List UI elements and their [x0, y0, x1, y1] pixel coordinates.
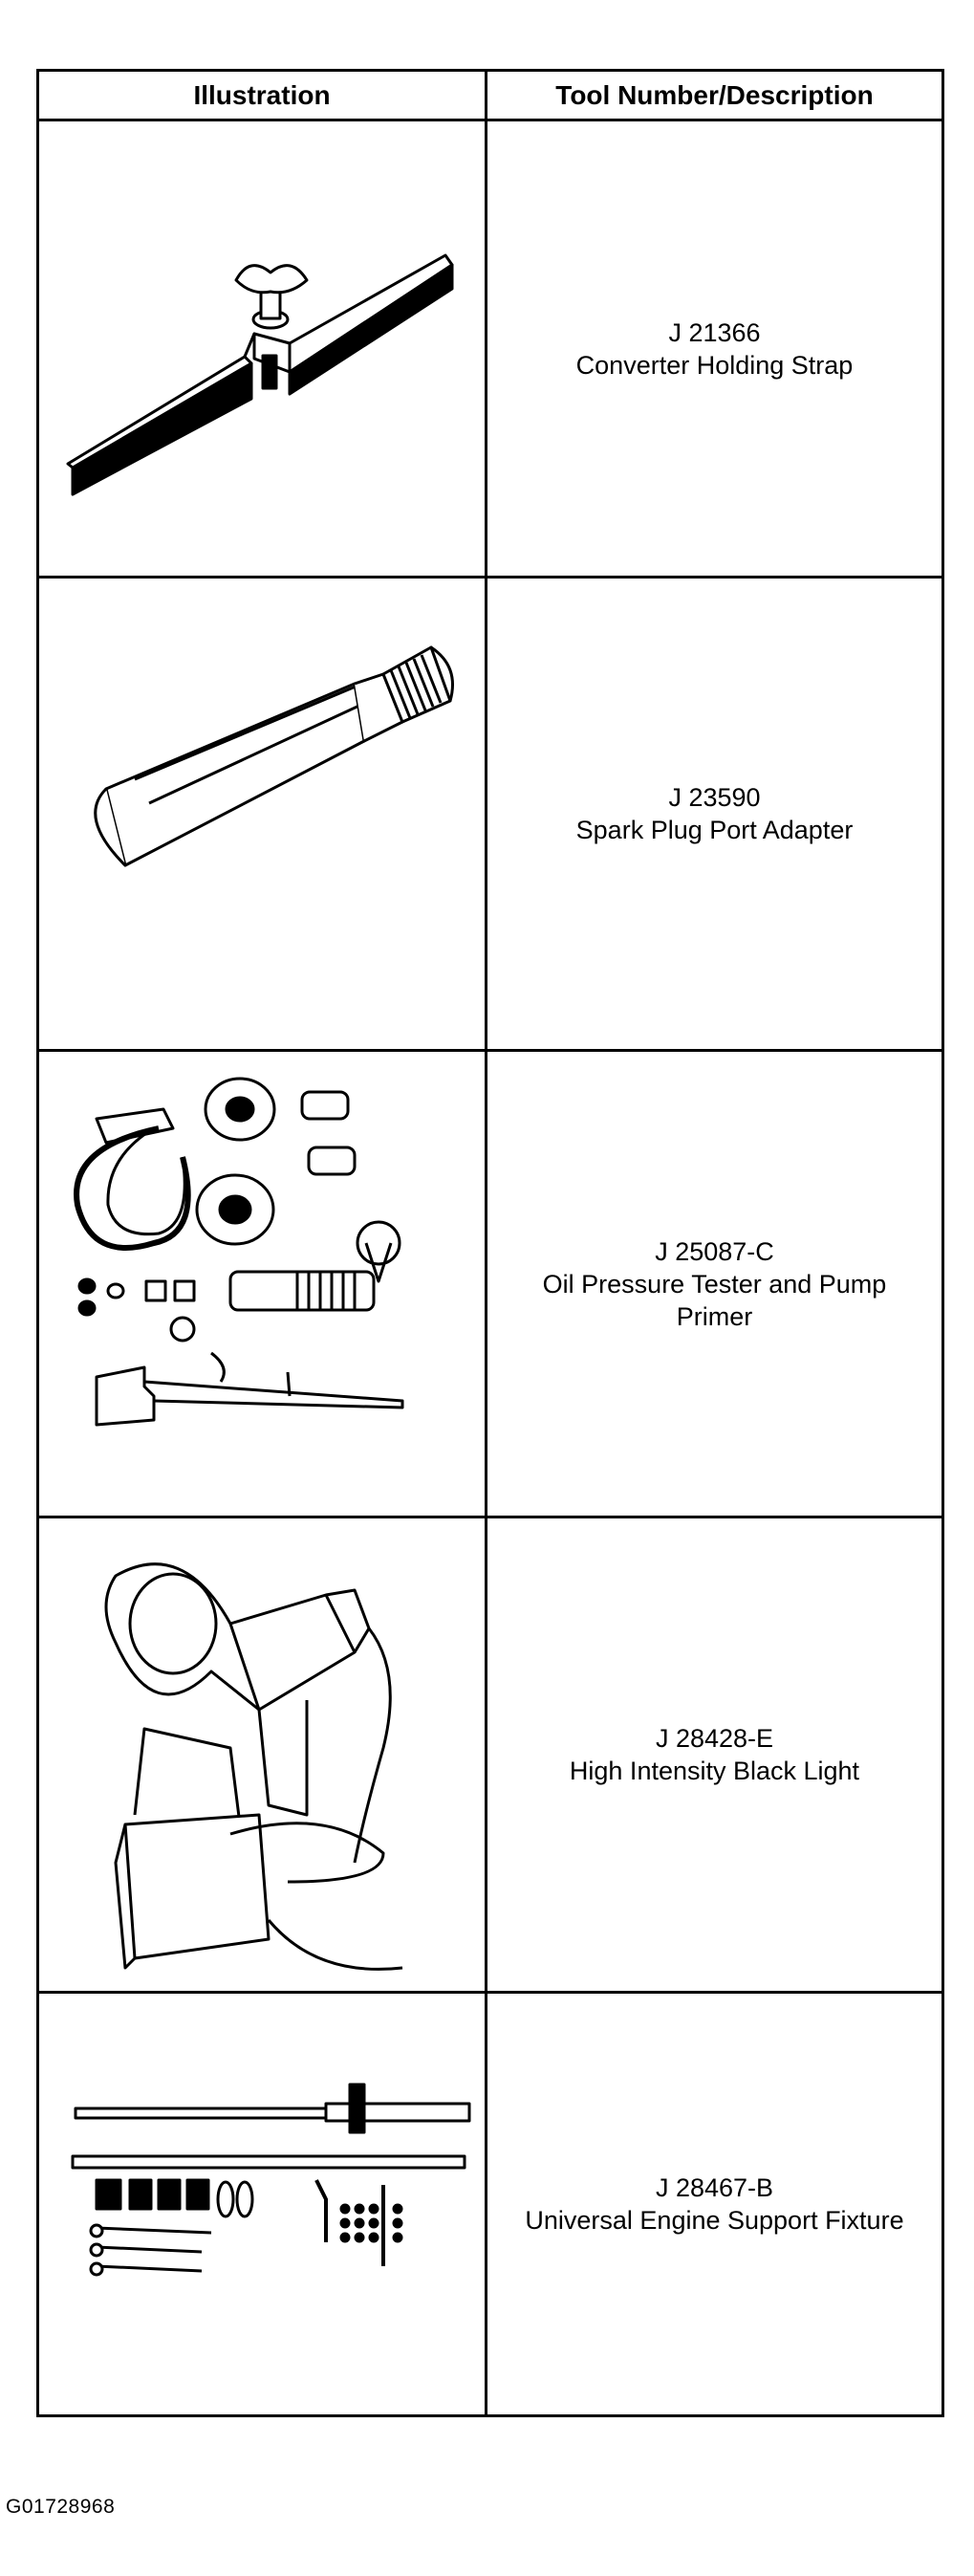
illustration-cell	[39, 121, 485, 576]
tool-description: Spark Plug Port Adapter	[575, 816, 854, 844]
black-light-icon	[104, 1562, 403, 1971]
description-cell: J 28428-E High Intensity Black Light	[487, 1518, 942, 1991]
illustration-cell	[39, 579, 485, 1049]
oil-pressure-tester-icon	[74, 1077, 404, 1427]
table-row: J 21366 Converter Holding Strap	[39, 121, 942, 579]
table-row: J 28467-B Universal Engine Support Fixtu…	[39, 1994, 942, 2414]
illustration-cell	[39, 1994, 485, 2414]
tool-number: J 28428-E	[655, 1724, 774, 1753]
tool-number: J 21366	[668, 317, 761, 347]
engine-support-fixture-icon	[71, 2083, 471, 2277]
tool-description: Oil Pressure Tester and Pump Primer	[542, 1269, 887, 1331]
figure-id: G01728968	[6, 2496, 116, 2518]
table-row: J 28428-E High Intensity Black Light	[39, 1518, 942, 1994]
header-illustration: Illustration	[193, 79, 331, 110]
description-cell: J 25087-C Oil Pressure Tester and Pump P…	[487, 1052, 942, 1516]
tool-number: J 25087-C	[655, 1236, 774, 1266]
description-cell: J 28467-B Universal Engine Support Fixtu…	[487, 1994, 942, 2414]
tool-number: J 23590	[668, 783, 761, 812]
table-row: J 25087-C Oil Pressure Tester and Pump P…	[39, 1052, 942, 1518]
description-cell: J 21366 Converter Holding Strap	[487, 121, 942, 576]
converter-holding-strap-icon	[66, 253, 454, 496]
table-header: Illustration Tool Number/Description	[39, 72, 942, 121]
illustration-cell	[39, 1518, 485, 1991]
special-tools-table: Illustration Tool Number/Description J 2…	[36, 69, 944, 2417]
tool-description: Converter Holding Strap	[575, 350, 854, 380]
tool-description: High Intensity Black Light	[569, 1757, 860, 1785]
tool-description: Universal Engine Support Fixture	[525, 2206, 904, 2235]
description-cell: J 23590 Spark Plug Port Adapter	[487, 579, 942, 1049]
table-row: J 23590 Spark Plug Port Adapter	[39, 579, 942, 1052]
illustration-cell	[39, 1052, 485, 1516]
header-tool-description: Tool Number/Description	[555, 79, 874, 110]
spark-plug-port-adapter-icon	[94, 645, 454, 867]
column-divider	[485, 72, 487, 2414]
tool-number: J 28467-B	[655, 2173, 774, 2202]
